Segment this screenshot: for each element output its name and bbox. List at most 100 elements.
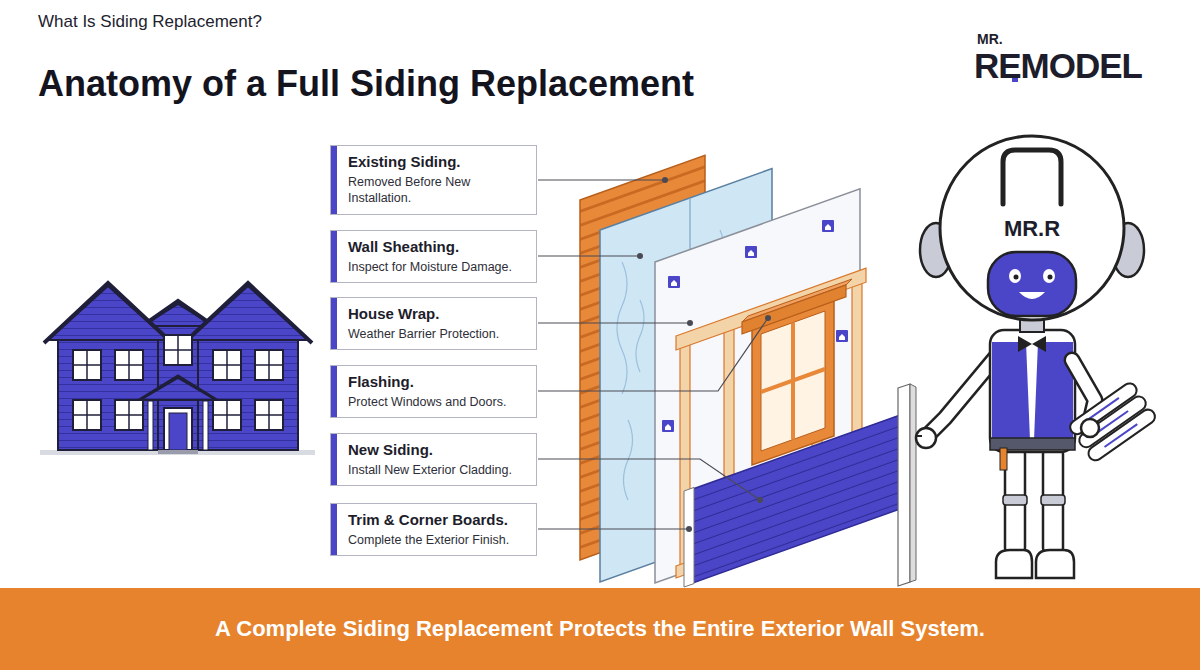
accent-bar [331,231,337,282]
callout-heading: New Siding. [348,441,526,460]
robot-mascot [1067,381,1157,463]
callout-text: Protect Windows and Doors. [348,394,526,410]
callout-heading: Existing Siding. [348,153,526,172]
house-illustration [169,413,187,450]
house-illustration [73,400,101,430]
wall-layers-illustration [742,285,846,334]
wall-layers-illustration [684,487,694,587]
leader-line [538,318,768,391]
robot-mascot [1081,419,1099,437]
house-illustration [115,400,143,430]
wall-layers-illustration [580,155,916,587]
wall-layers-illustration [690,415,900,584]
callout-heading: Wall Sheathing. [348,238,526,257]
wall-layers-illustration [617,262,627,394]
robot-mascot [917,435,922,437]
robot-mascot [996,550,1032,578]
leader-dot [765,315,771,321]
accent-bar [331,146,337,214]
kicker-text: What Is Siding Replacement? [38,12,262,32]
house-illustration [213,400,241,430]
callout-text: Inspect for Moisture Damage. [348,259,526,275]
callout-text: Install New Exterior Cladding. [348,462,526,478]
callout-box: House Wrap.Weather Barrier Protection. [330,297,537,350]
house-illustration [164,335,192,365]
callout-box: New Siding. Install New Exterior Cladding… [330,433,537,486]
house-illustration [44,283,172,343]
leader-dot [757,497,763,503]
robot-mascot [1041,495,1065,505]
house-illustration [140,378,216,400]
robot-mascot [1086,398,1119,421]
wall-layers-illustration [668,276,680,288]
wall-layers-illustration [898,384,910,586]
leader-line [538,528,689,529]
robot-mascot [990,330,1075,452]
robot-mascot [1036,550,1074,578]
house-illustration [188,286,308,340]
robot-mascot [925,358,995,438]
leader-dot [686,526,692,532]
robot-mascot [1043,269,1055,283]
house-illustration [40,283,315,455]
robot-mascot [940,136,1124,320]
callout-heading: House Wrap. [348,305,526,324]
robot-mascot [1003,150,1061,204]
leader-dot [637,253,643,259]
callout-box: Existing Siding. Removed Before New Insta… [330,145,537,215]
house-illustration [203,401,208,450]
house-illustration [73,350,101,380]
robot-mascot [1048,275,1053,280]
robot-mascot [1018,336,1032,352]
robot-mascot [916,428,936,448]
wall-layers-illustration [910,384,916,582]
robot-mascot [1014,275,1019,280]
robot-mascot [1003,495,1027,505]
house-illustration [198,335,298,450]
wall-layers-illustration [836,330,848,342]
robot-mascot [1105,424,1138,447]
wall-layers-illustration [761,311,825,451]
callout-heading: Flashing. [348,373,526,392]
house-illustration [184,283,312,343]
house-illustration [255,350,283,380]
house-illustration [158,450,198,454]
leader-line [538,180,768,529]
wall-layers-illustration [822,220,834,232]
robot-mascot [916,136,1158,578]
caption-text: A Complete Siding Replacement Protects t… [0,588,1200,670]
house-illustration [58,335,158,450]
robot-mascot [1009,269,1021,283]
callout-box: Flashing. Protect Windows and Doors. [330,365,537,418]
wall-layers-illustration [761,369,825,392]
callout-box: Trim & Corner Boards.Complete the Exteri… [330,503,537,556]
leader-dot [662,177,668,183]
leader-line [538,255,640,256]
accent-bar [331,366,337,417]
house-illustration [115,350,143,380]
leader-line [538,179,665,180]
title-text: Anatomy of a Full Siding Replacement [38,62,694,105]
accent-bar [331,504,337,555]
house-illustration [164,408,192,450]
accent-bar [331,434,337,485]
robot-mascot [1032,336,1046,352]
logo-text: REMODEL [974,45,1142,87]
leader-dot [687,320,693,326]
house-illustration [213,350,241,380]
wall-layers-illustration [745,246,757,258]
house-illustration [136,376,220,402]
logo-text: MR. [977,31,1003,48]
callout-text: Removed Before New Installation. [348,174,526,207]
caption-band [0,588,1200,670]
robot-mascot [1095,411,1128,434]
callout-text: Complete the Exterior Finish. [348,532,526,548]
leader-line [538,322,690,323]
robot-mascot [925,358,995,438]
robot-mascot [988,252,1076,316]
accent-bar [331,298,337,349]
robot-mascot [992,342,1030,440]
robot-mascot [1019,292,1045,299]
leader-line [538,459,760,500]
